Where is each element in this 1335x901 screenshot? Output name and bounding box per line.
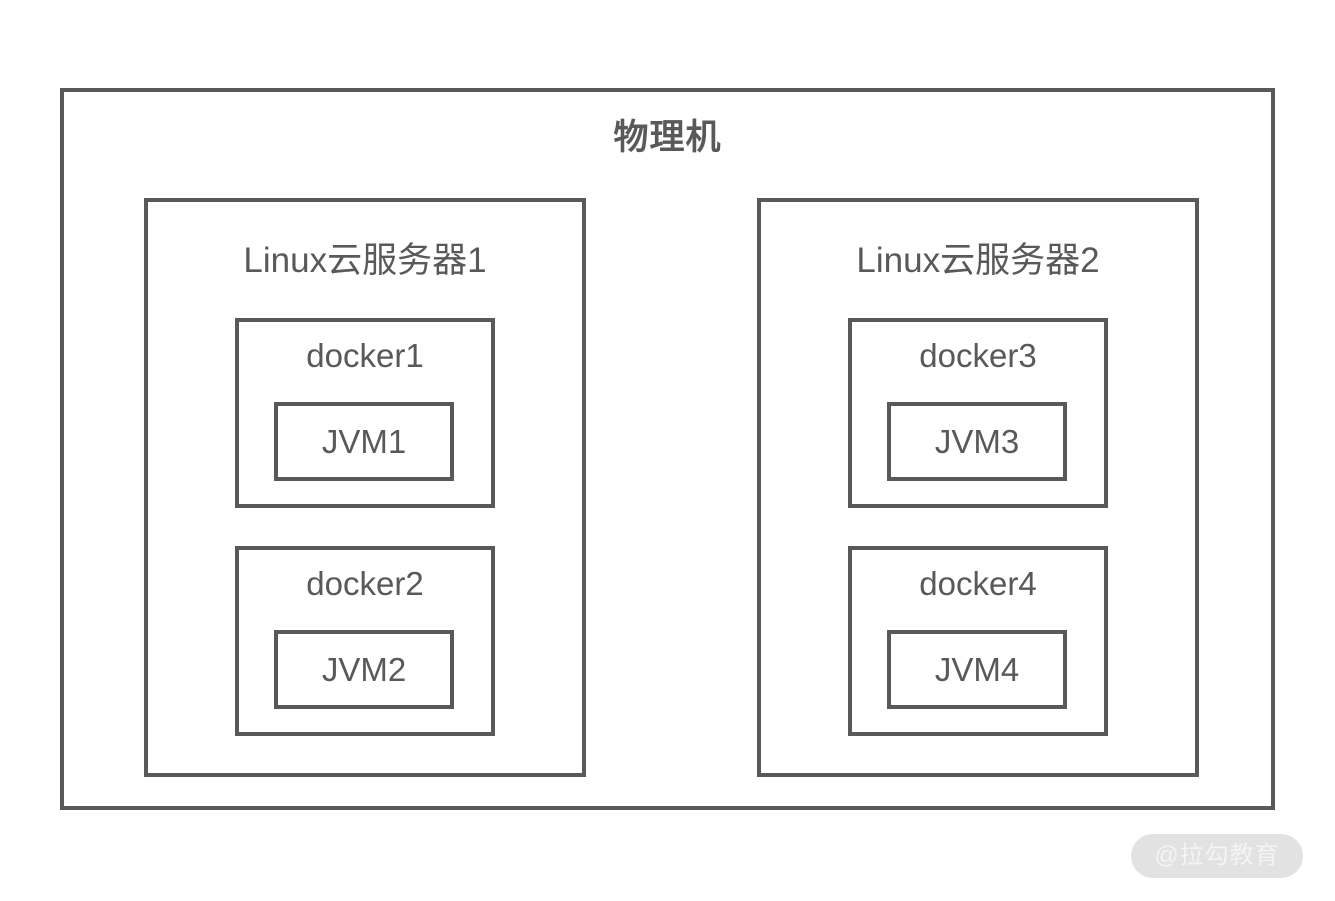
- server-2-title: Linux云服务器2: [856, 241, 1100, 280]
- jvm-3-label: JVM3: [934, 423, 1020, 460]
- server-box-2: Linux云服务器2 docker3 JVM3 docker4 JVM4: [757, 198, 1199, 777]
- jvm-1-label: JVM1: [321, 423, 407, 460]
- jvm-box-4: JVM4: [887, 630, 1067, 709]
- docker-1-title: docker1: [306, 337, 424, 374]
- docker-2-title: docker2: [306, 565, 424, 602]
- jvm-box-2: JVM2: [274, 630, 454, 709]
- jvm-2-label: JVM2: [321, 651, 407, 688]
- docker-box-4: docker4 JVM4: [848, 546, 1108, 736]
- docker-box-3: docker3 JVM3: [848, 318, 1108, 508]
- jvm-4-label: JVM4: [934, 651, 1020, 688]
- watermark-label: @拉勾教育: [1154, 842, 1280, 869]
- watermark-badge: @拉勾教育: [1131, 834, 1303, 878]
- server-1-title: Linux云服务器1: [243, 241, 487, 280]
- physical-machine-title: 物理机: [613, 118, 722, 157]
- server-box-1: Linux云服务器1 docker1 JVM1 docker2 JVM2: [144, 198, 586, 777]
- docker-box-2: docker2 JVM2: [235, 546, 495, 736]
- docker-3-title: docker3: [919, 337, 1037, 374]
- docker-4-title: docker4: [919, 565, 1037, 602]
- physical-machine-box: 物理机 Linux云服务器1 docker1 JVM1 docker2 JVM2…: [60, 88, 1275, 810]
- jvm-box-3: JVM3: [887, 402, 1067, 481]
- docker-box-1: docker1 JVM1: [235, 318, 495, 508]
- jvm-box-1: JVM1: [274, 402, 454, 481]
